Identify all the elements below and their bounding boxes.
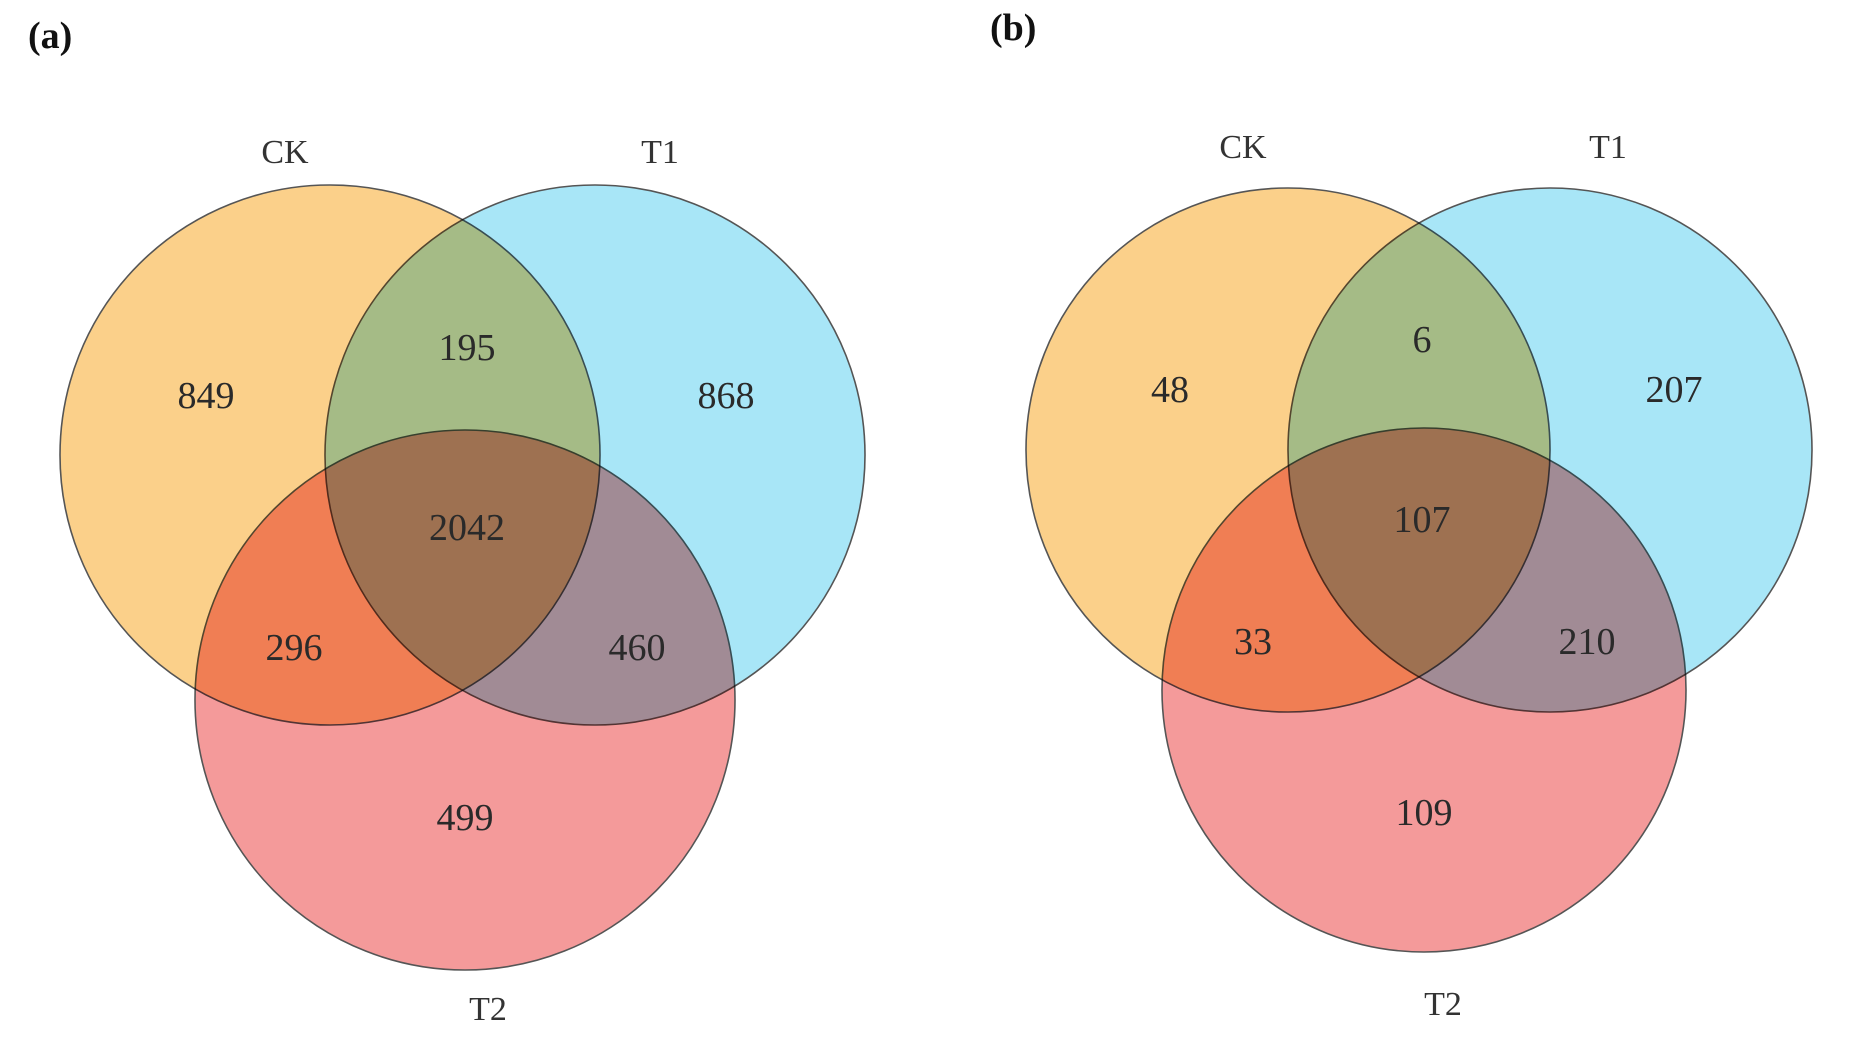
set-label-t1-a: T1: [641, 134, 679, 171]
set-label-t2-a: T2: [469, 991, 507, 1028]
set-label-t1-b: T1: [1589, 129, 1627, 166]
count-t1-only-a: 868: [698, 375, 755, 417]
set-label-t2-b: T2: [1424, 986, 1462, 1023]
count-ck-t1-a: 195: [439, 327, 496, 369]
count-t2-only-b: 109: [1396, 792, 1453, 834]
count-ck-t1-b: 6: [1413, 319, 1432, 361]
panel-label-b: (b): [990, 7, 1036, 49]
count-t1-t2-a: 460: [609, 627, 666, 669]
count-ck-t2-b: 33: [1234, 621, 1272, 663]
count-t1-only-b: 207: [1646, 369, 1703, 411]
count-t1-t2-b: 210: [1559, 621, 1616, 663]
count-all-b: 107: [1394, 499, 1451, 541]
count-t2-only-a: 499: [437, 797, 494, 839]
panel-label-a: (a): [28, 15, 72, 57]
count-ck-only-b: 48: [1151, 369, 1189, 411]
venn-panel-b: (b) CK T1 T2 48 207 109 6 33 210 107: [990, 7, 1813, 1023]
set-circle-t2-b: [1161, 427, 1687, 953]
set-label-ck-a: CK: [261, 134, 309, 171]
set-label-ck-b: CK: [1219, 129, 1267, 166]
count-ck-t2-a: 296: [266, 627, 323, 669]
count-all-a: 2042: [429, 507, 505, 549]
count-ck-only-a: 849: [178, 375, 235, 417]
set-circle-t2-a: [194, 429, 736, 971]
venn-panel-a: (a) CK T1 T2 849 868 499 195 296 460 204…: [28, 15, 866, 1028]
